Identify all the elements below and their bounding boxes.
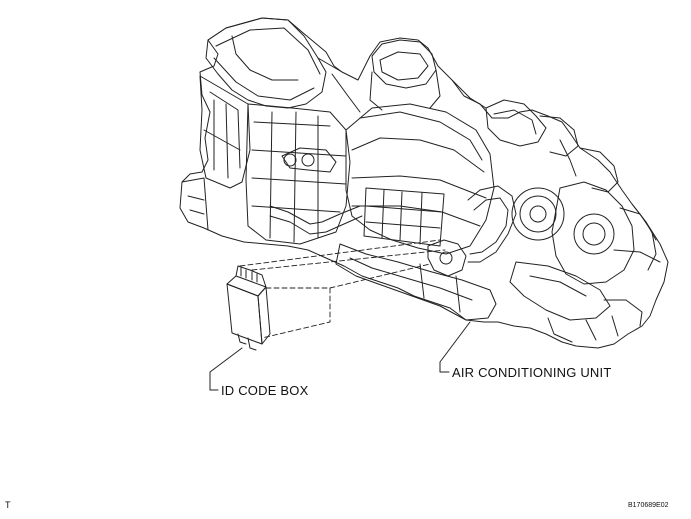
air-conditioning-unit-drawing bbox=[179, 17, 669, 349]
top-duct bbox=[205, 17, 327, 109]
leader-lines bbox=[209, 321, 471, 391]
id-code-box-front bbox=[226, 283, 263, 345]
hose-left bbox=[281, 147, 337, 173]
air-conditioning-unit-leader bbox=[439, 321, 471, 373]
blower-motor bbox=[511, 187, 565, 241]
id-code-box-side bbox=[257, 286, 271, 345]
center-housing bbox=[245, 103, 351, 245]
id-code-box-connector bbox=[235, 265, 267, 288]
refrigerant-pipe bbox=[467, 185, 517, 263]
mounting-guide-lines bbox=[239, 239, 446, 339]
id-code-box-label: ID CODE BOX bbox=[221, 383, 309, 398]
right-components bbox=[551, 181, 635, 285]
id-code-box-bottom-tabs bbox=[237, 333, 257, 351]
figure-code: B170689E02 bbox=[628, 502, 669, 509]
id-code-box-drawing bbox=[226, 265, 271, 351]
right-outlet-duct bbox=[485, 99, 547, 147]
left-housing bbox=[199, 75, 251, 189]
mounting-bracket bbox=[427, 239, 467, 277]
corner-mark: T bbox=[5, 500, 11, 510]
unit-base bbox=[335, 243, 497, 321]
id-code-box-leader bbox=[209, 347, 243, 391]
evaporator-case bbox=[345, 103, 495, 255]
air-conditioning-unit-label: AIR CONDITIONING UNIT bbox=[452, 365, 612, 380]
